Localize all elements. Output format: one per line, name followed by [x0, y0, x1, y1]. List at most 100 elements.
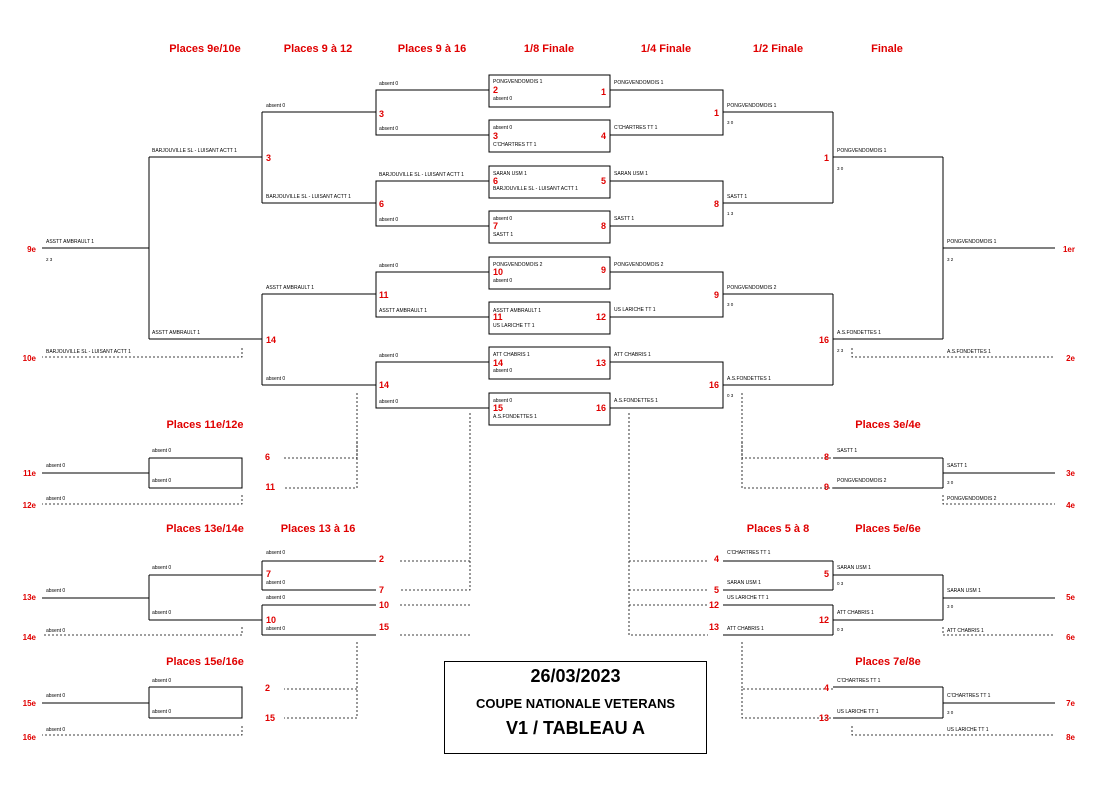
p5-winner: SARAN USM 1: [947, 588, 981, 594]
sf-2-winner: A.S.FONDETTES 1: [837, 330, 881, 336]
c916-num-3: 11: [379, 290, 389, 300]
r16-7-bottom: absent 0: [493, 368, 512, 374]
r16-1-match: 1: [601, 87, 606, 97]
sf-1-score: 3 0: [837, 166, 844, 171]
tournament-info-box: 26/03/2023 COUPE NATIONALE VETERANS V1 /…: [444, 661, 707, 754]
qf-4-score: 0 3: [727, 393, 734, 398]
p13-num-3: 10: [379, 600, 389, 610]
p3-winner: SASTT 1: [947, 463, 967, 469]
place-10-name: BARJOUVILLE SL - LUISANT ACTT 1: [46, 349, 131, 355]
r16-7-top: ATT CHABRIS 1: [493, 352, 530, 358]
main-bracket: PONGVENDOMOIS 1 C'CHARTRES TT 1 SARAN US…: [610, 80, 1076, 409]
c916-name-7: absent 0: [379, 353, 398, 359]
p58-name-3: US LARICHE TT 1: [727, 595, 769, 601]
p7-score: 3 0: [947, 710, 954, 715]
final-score: 3 2: [947, 257, 954, 262]
place-11th: 11e: [23, 469, 36, 478]
table-name: V1 / TABLEAU A: [505, 718, 645, 738]
p56-top-score: 0 3: [837, 581, 844, 586]
c916-num-4: 14: [379, 380, 389, 390]
places-11-16-brackets: Places 11e/12e absent 0 absent 0 6 11 ab…: [23, 419, 389, 742]
r16-1-top-seed: 2: [493, 85, 498, 95]
p7-bottom-name: US LARICHE TT 1: [837, 709, 879, 715]
c916-name-5: absent 0: [379, 263, 398, 269]
place-1st: 1er: [1063, 245, 1075, 254]
qf-4-winner: A.S.FONDETTES 1: [727, 376, 771, 382]
r16-7-top-seed: 14: [493, 358, 503, 368]
p56-bottom-name: ATT CHABRIS 1: [837, 610, 874, 616]
p56-top-name: SARAN USM 1: [837, 565, 871, 571]
title-places-13-14: Places 13e/14e: [166, 523, 244, 535]
qf-3-score: 3 0: [727, 302, 734, 307]
p13-name-1: absent 0: [266, 550, 285, 556]
place-7th: 7e: [1066, 699, 1075, 708]
qf-entry-7: ATT CHABRIS 1: [614, 352, 651, 358]
c916-name-1: absent 0: [379, 81, 398, 87]
final-runner-up: A.S.FONDETTES 1: [947, 349, 991, 355]
r16-8-top-seed: 15: [493, 403, 503, 413]
qf-2-score: 1 3: [727, 211, 734, 216]
r16-6-top-seed: 11: [493, 312, 503, 322]
p13-seed-1: 7: [266, 569, 271, 579]
c916-name-2: absent 0: [379, 126, 398, 132]
sf-1-num: 1: [824, 153, 829, 163]
title-places-3-4: Places 3e/4e: [855, 419, 920, 431]
p58-num-3: 12: [709, 600, 719, 610]
qf-entry-6: US LARICHE TT 1: [614, 307, 656, 313]
qf-1-num: 1: [714, 108, 719, 118]
qf-entry-3: SARAN USM 1: [614, 171, 648, 177]
r16-2-top: absent 0: [493, 125, 512, 131]
c912-name-3: ASSTT AMBRAULT 1: [266, 285, 314, 291]
p15-num-2: 15: [265, 713, 275, 723]
qf-entry-4: SASTT 1: [614, 216, 634, 222]
p7-top-name: C'CHARTRES TT 1: [837, 678, 881, 684]
r16-6-top: ASSTT AMBRAULT 1: [493, 308, 541, 314]
p13-seed-2: 10: [266, 615, 276, 625]
c916-name-4: absent 0: [379, 217, 398, 223]
p16-name: absent 0: [46, 727, 65, 733]
r16-5-bottom: absent 0: [493, 278, 512, 284]
p56-top-num: 5: [824, 569, 829, 579]
p58-name-2: SARAN USM 1: [727, 580, 761, 586]
p58-name-1: C'CHARTRES TT 1: [727, 550, 771, 556]
p1314-name-2: absent 0: [152, 610, 171, 616]
p13-name-2: absent 0: [266, 580, 285, 586]
r16-4-bottom: SASTT 1: [493, 232, 513, 238]
title-places-11-12: Places 11e/12e: [166, 419, 243, 431]
place-9-score: 2 3: [46, 257, 53, 262]
title-places-7-8: Places 7e/8e: [855, 656, 920, 668]
r16-6-match: 12: [596, 312, 606, 322]
r16-6-bottom: US LARICHE TT 1: [493, 323, 535, 329]
p7-top-num: 4: [824, 683, 829, 693]
r16-5-top-seed: 10: [493, 267, 503, 277]
sf-2-num: 16: [819, 335, 829, 345]
r16-3-top: SARAN USM 1: [493, 171, 527, 177]
place-3rd: 3e: [1066, 469, 1075, 478]
title-places-13-16: Places 13 à 16: [281, 523, 356, 535]
r16-4-top: absent 0: [493, 216, 512, 222]
p15-name-2: absent 0: [152, 709, 171, 715]
c912-num-2: 14: [266, 335, 276, 345]
r16-1-top: PONGVENDOMOIS 1: [493, 79, 543, 85]
p58-num-4: 13: [709, 622, 719, 632]
places-9-16-bracket: absent 0 absent 0 BARJOUVILLE SL - LUISA…: [23, 81, 489, 636]
r16-4-match: 8: [601, 221, 606, 231]
p3-bottom-num: 9: [824, 482, 829, 492]
r16-2-top-seed: 3: [493, 131, 498, 141]
p11-num-1: 6: [265, 452, 270, 462]
place-16th: 16e: [23, 733, 37, 742]
p13-winner: absent 0: [46, 588, 65, 594]
round16-matches: PONGVENDOMOIS 1 2 absent 0 1 absent 0 3 …: [488, 74, 611, 426]
r16-2-match: 4: [601, 131, 606, 141]
qf-entry-1: PONGVENDOMOIS 1: [614, 80, 664, 86]
header-semi-final: 1/2 Finale: [753, 43, 803, 55]
p56-bottom-score: 0 3: [837, 627, 844, 632]
p6-name: ATT CHABRIS 1: [947, 628, 984, 634]
qf-1-winner: PONGVENDOMOIS 1: [727, 103, 777, 109]
p13-name-3: absent 0: [266, 595, 285, 601]
final-winner: PONGVENDOMOIS 1: [947, 239, 997, 245]
p15-name-1: absent 0: [152, 678, 171, 684]
qf-4-num: 16: [709, 380, 719, 390]
p3-score: 3 0: [947, 480, 954, 485]
